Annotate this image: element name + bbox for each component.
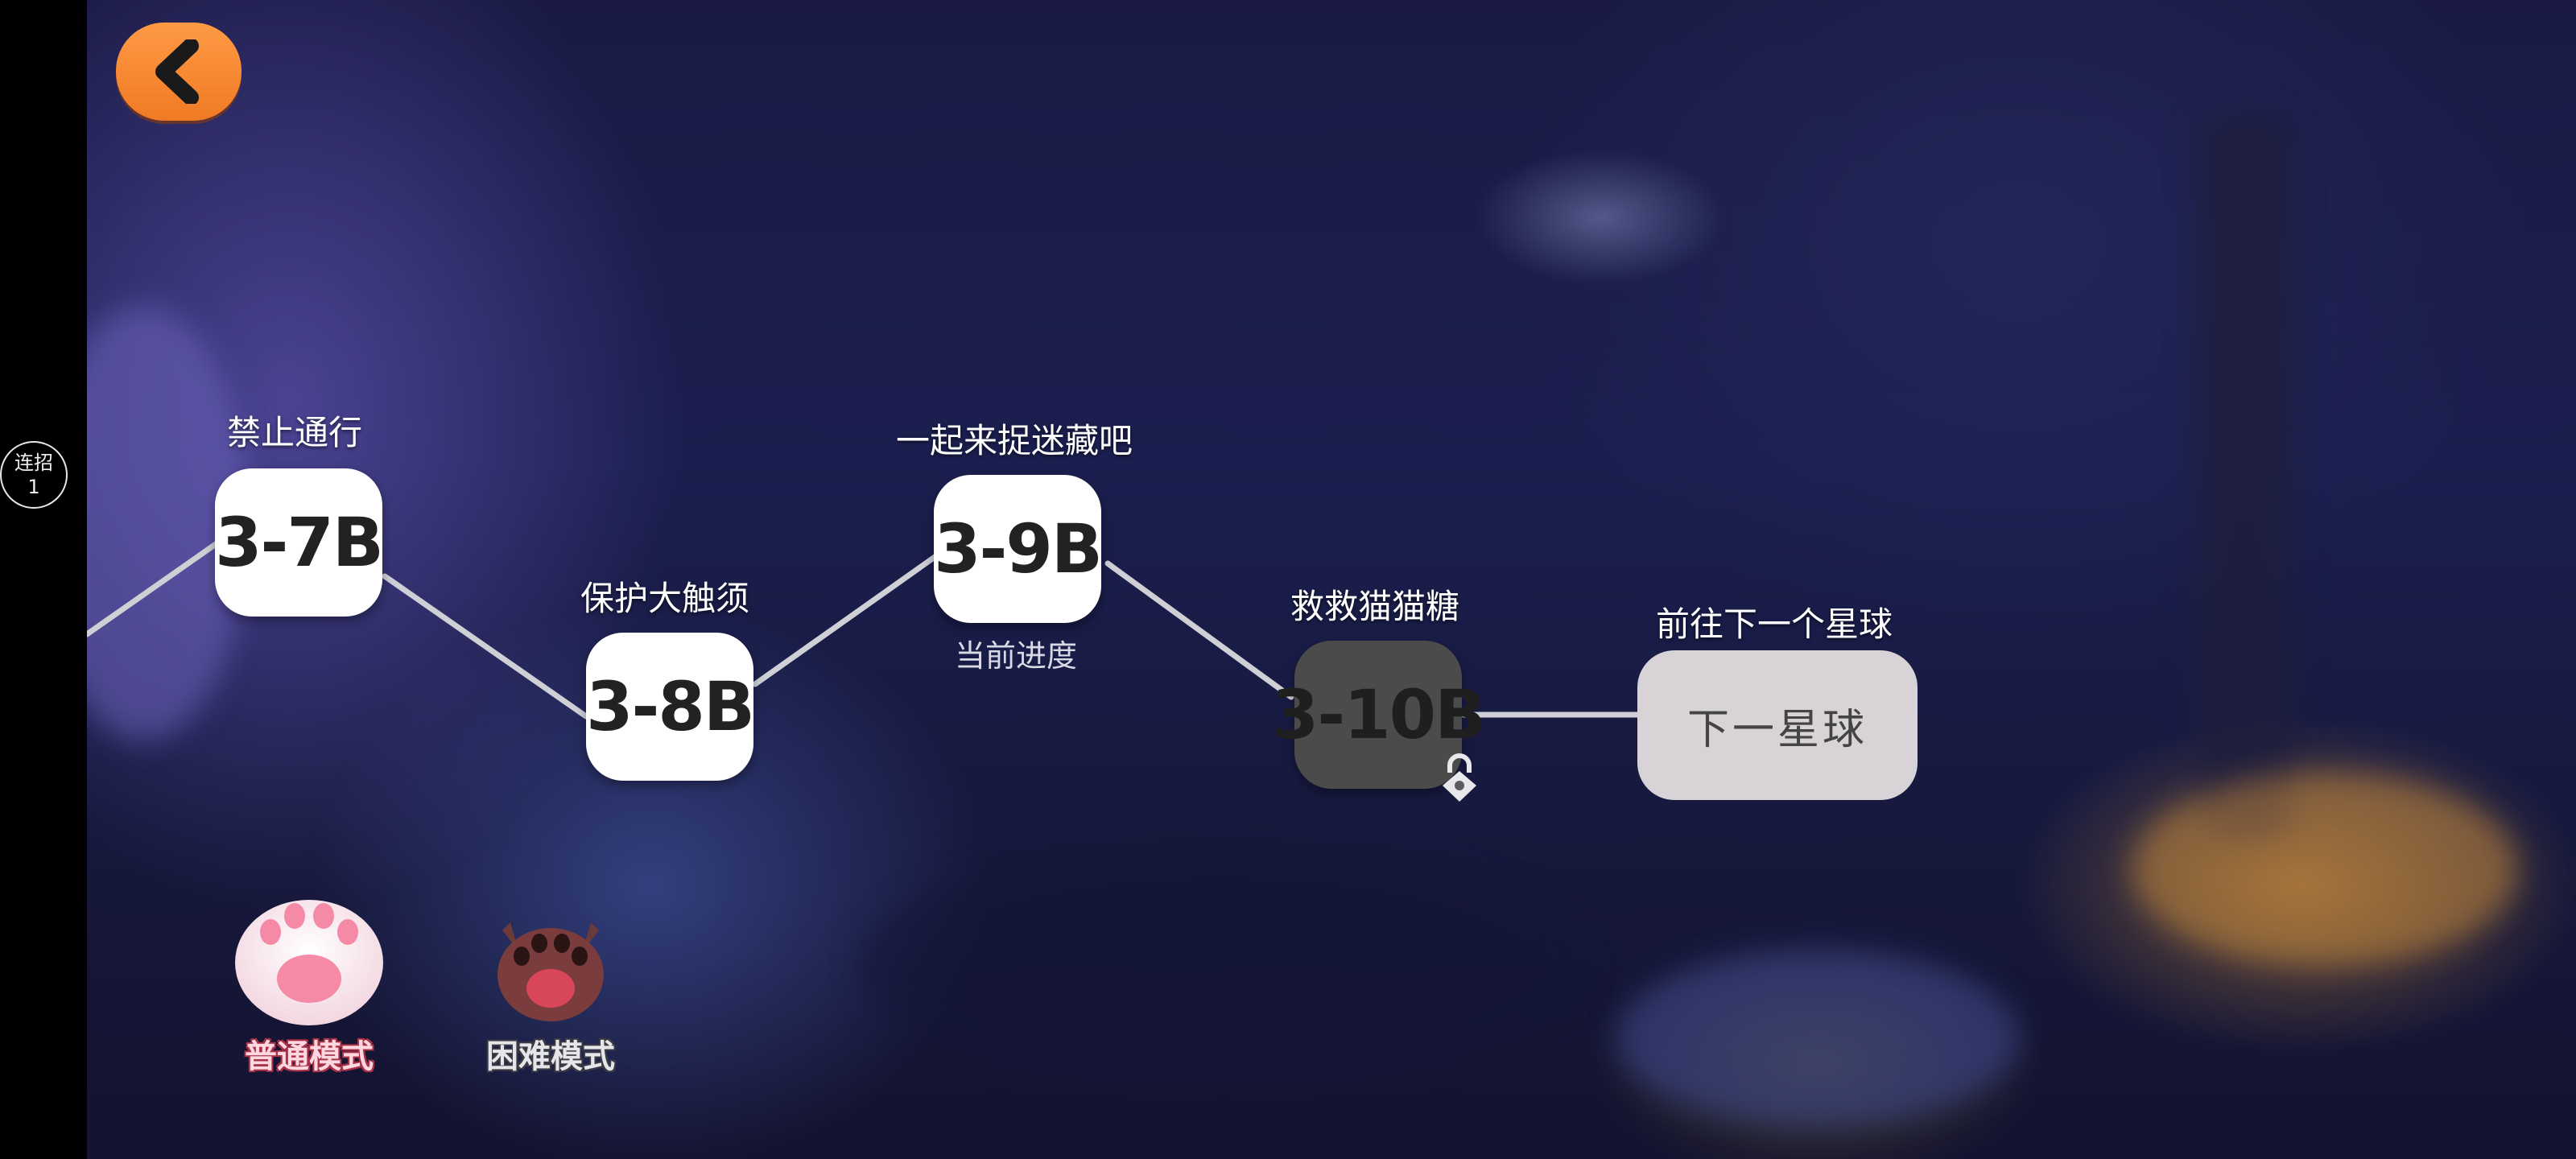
- stage-card-3-10b[interactable]: 3-10B: [1272, 641, 1486, 789]
- stage-card-3-9b[interactable]: 3-9B: [934, 475, 1103, 623]
- bg-coral: [1616, 950, 2019, 1127]
- stage-code: 3-9B: [934, 509, 1103, 588]
- bg-fish: [2132, 773, 2518, 966]
- stage-code: 3-8B: [586, 667, 755, 746]
- stage-title-3-9b: 一起来捉迷藏吧: [895, 421, 1133, 460]
- chevron-left-icon: [155, 39, 199, 104]
- level-map: 禁止通行 3-7B 保护大触须 3-8B 一起来捉迷藏吧 3-9B 当前进度 救…: [87, 0, 2576, 1159]
- bg-seaweed: [860, 845, 1584, 1087]
- normal-mode-button[interactable]: 普通模式: [229, 882, 390, 1077]
- left-system-bar: [0, 0, 87, 1159]
- lock-icon: [1443, 753, 1476, 802]
- combo-label: 连招: [14, 452, 53, 474]
- stage-card-3-8b[interactable]: 3-8B: [586, 633, 755, 781]
- combo-count: 1: [27, 476, 40, 498]
- stage-title-3-7b: 禁止通行: [226, 413, 363, 452]
- stage-code: 3-10B: [1271, 675, 1486, 754]
- next-planet-button[interactable]: 下一星球: [1637, 650, 1918, 800]
- stage-path: [87, 541, 1641, 720]
- back-button[interactable]: [116, 23, 242, 121]
- hard-mode-label: 困难模式: [486, 1038, 615, 1075]
- normal-mode-label: 普通模式: [245, 1038, 374, 1075]
- bg-stalk: [2196, 113, 2293, 837]
- stage-card-3-7b[interactable]: 3-7B: [215, 468, 384, 617]
- stage-title-3-8b: 保护大触须: [580, 579, 750, 618]
- next-planet-label: 下一星球: [1686, 705, 1868, 754]
- hard-mode-button[interactable]: 困难模式: [486, 906, 615, 1077]
- next-planet-title: 前往下一个星球: [1655, 604, 1893, 644]
- combo-badge[interactable]: 连招 1: [0, 441, 68, 509]
- white-paw-icon: [235, 900, 383, 1025]
- stage-title-3-10b: 救救猫猫糖: [1290, 587, 1460, 626]
- stage-code: 3-7B: [215, 503, 384, 582]
- current-progress-label: 当前进度: [954, 638, 1078, 674]
- red-paw-icon: [497, 922, 604, 1021]
